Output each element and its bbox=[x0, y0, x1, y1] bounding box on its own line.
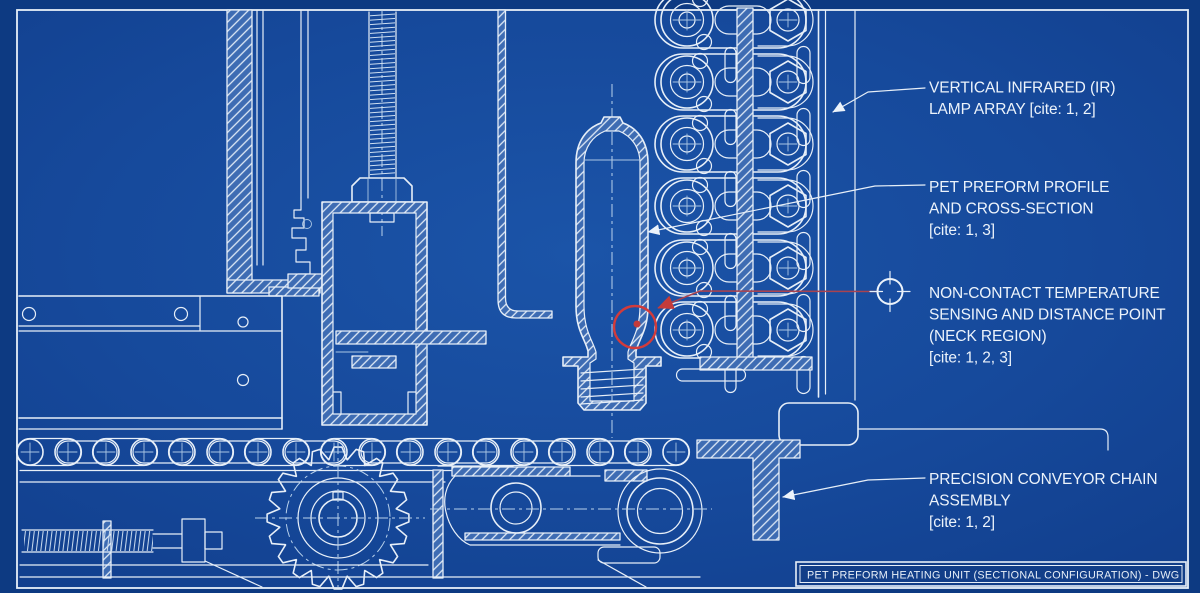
label-line: [cite: 1, 2] bbox=[929, 514, 995, 531]
conveyor-l-bracket bbox=[696, 439, 801, 541]
annotation-layer: VERTICAL INFRARED (IR) LAMP ARRAY [cite:… bbox=[612, 80, 1166, 531]
drawing-border bbox=[16, 9, 1189, 589]
label-ir-lamp-array: VERTICAL INFRARED (IR) LAMP ARRAY [cite:… bbox=[929, 80, 1116, 119]
left-frame-structure bbox=[18, 9, 323, 430]
leader-conveyor bbox=[782, 477, 926, 501]
sensing-point-marker bbox=[612, 270, 911, 350]
neck-region-circle bbox=[612, 304, 658, 350]
label-line: AND CROSS-SECTION bbox=[929, 201, 1094, 218]
label-line: [cite: 1, 2, 3] bbox=[929, 350, 1012, 367]
label-conveyor-chain: PRECISION CONVEYOR CHAIN ASSEMBLY [cite:… bbox=[929, 471, 1158, 531]
label-line: VERTICAL INFRARED (IR) bbox=[929, 80, 1115, 97]
leader-ir-lamp-array bbox=[832, 87, 926, 113]
label-temp-sensing: NON-CONTACT TEMPERATURE SENSING AND DIST… bbox=[929, 285, 1166, 367]
label-line: PET PREFORM PROFILE bbox=[929, 179, 1109, 196]
label-line: [cite: 1, 3] bbox=[929, 222, 995, 239]
pet-preform-profile bbox=[562, 84, 662, 438]
label-line: ASSEMBLY bbox=[929, 493, 1011, 510]
sensing-dot bbox=[633, 320, 641, 328]
label-line: (NECK REGION) bbox=[929, 328, 1047, 345]
label-line: SENSING AND DISTANCE POINT bbox=[929, 307, 1166, 324]
neck-threads bbox=[580, 368, 644, 405]
lamp-support-bar bbox=[736, 7, 754, 363]
label-pet-preform: PET PREFORM PROFILE AND CROSS-SECTION [c… bbox=[929, 179, 1110, 239]
leader-temp-sensing bbox=[657, 290, 878, 309]
tension-adjuster-screw bbox=[21, 518, 223, 563]
label-line: PRECISION CONVEYOR CHAIN bbox=[929, 471, 1157, 488]
support-rod-and-bracket bbox=[321, 9, 553, 426]
sprocket-gear bbox=[255, 441, 425, 590]
label-line: NON-CONTACT TEMPERATURE bbox=[929, 285, 1160, 302]
conveyor-chain-assembly bbox=[15, 437, 801, 590]
leader-pet-preform bbox=[647, 184, 926, 236]
title-block: PET PREFORM HEATING UNIT (SECTIONAL CONF… bbox=[795, 561, 1187, 587]
label-line: LAMP ARRAY [cite: 1, 2] bbox=[929, 101, 1096, 118]
crosshair-target-icon bbox=[869, 270, 911, 313]
ir-lamp-array bbox=[654, 0, 1109, 451]
drawing-title: PET PREFORM HEATING UNIT (SECTIONAL CONF… bbox=[807, 570, 1180, 582]
